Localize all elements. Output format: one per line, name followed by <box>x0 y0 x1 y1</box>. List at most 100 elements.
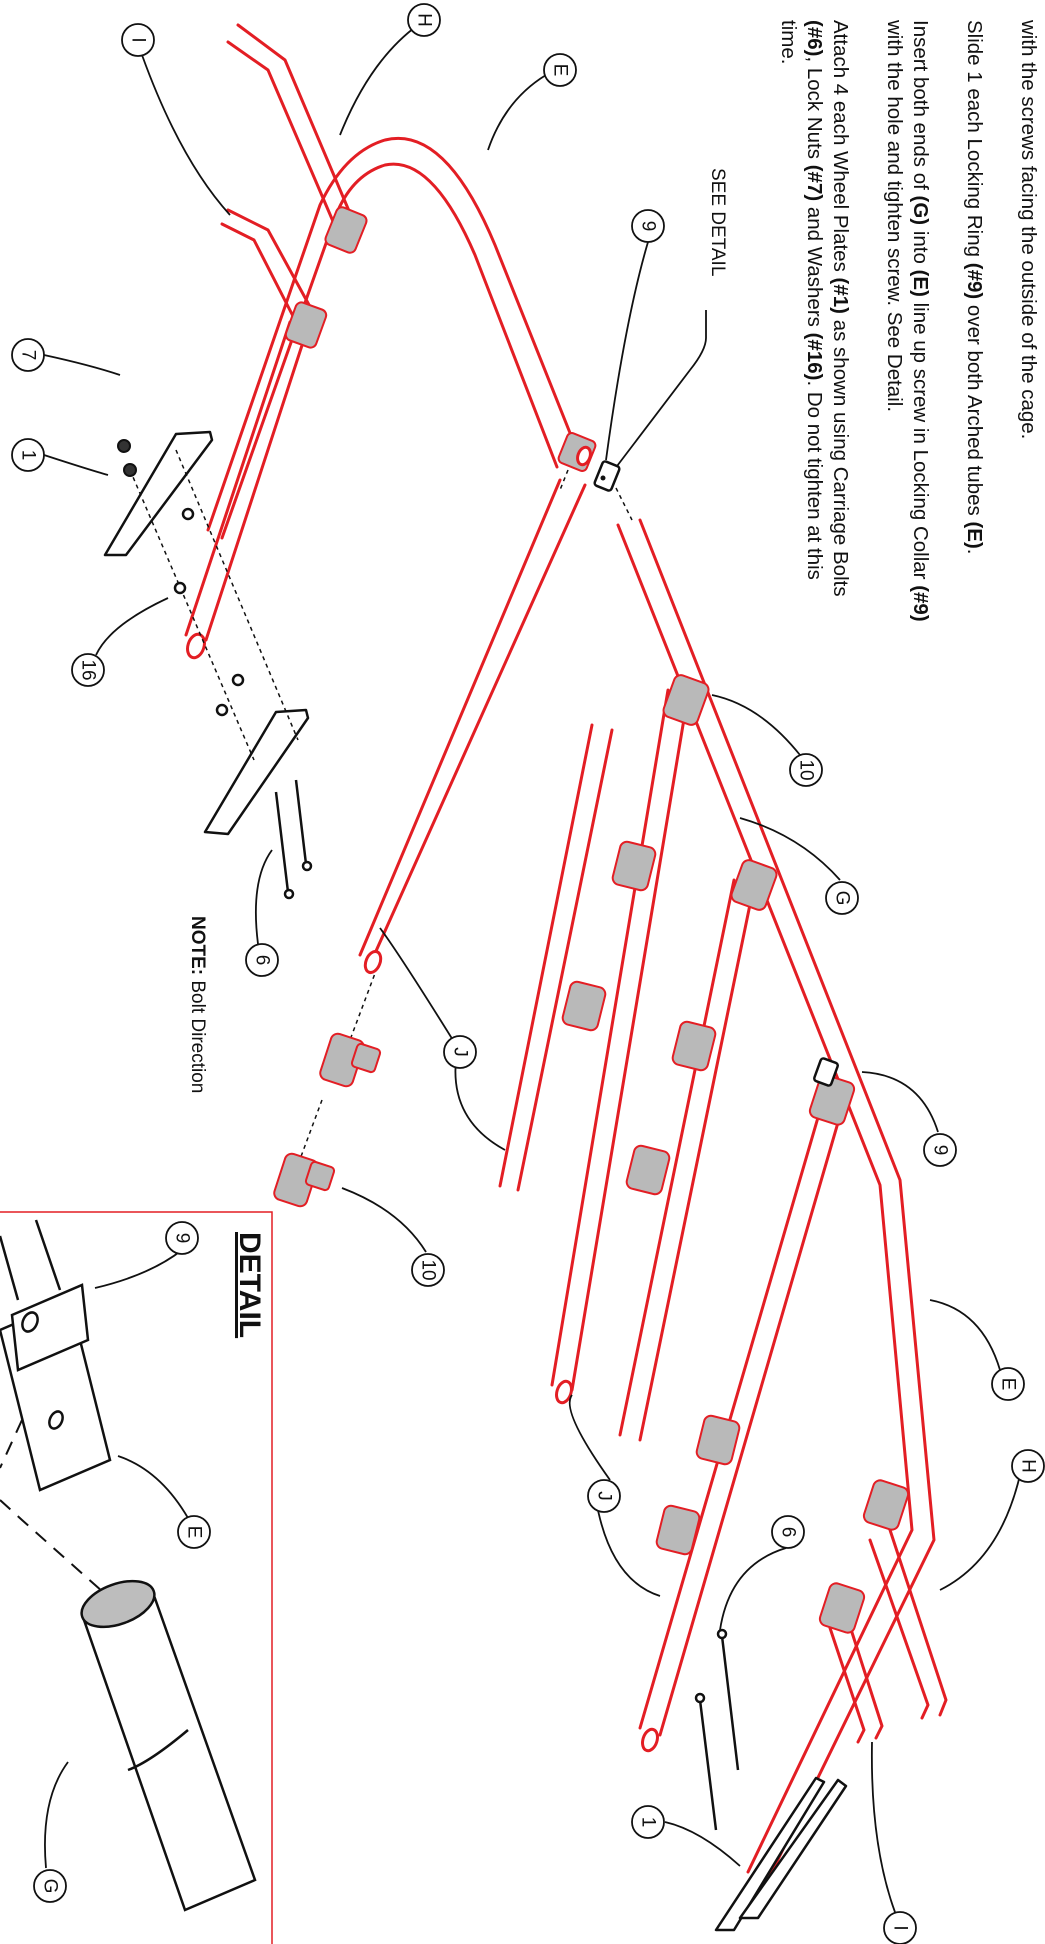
leader-10-left <box>341 1187 427 1253</box>
note-bolt-direction: NOTE: Bolt Direction <box>187 916 208 1093</box>
svg-text:6: 6 <box>252 955 273 966</box>
bolt-head-c <box>694 1692 706 1704</box>
detail-alignment-line <box>0 1419 113 1601</box>
leader-10-right <box>711 694 801 756</box>
svg-text:I: I <box>890 1925 911 1930</box>
washer-16-d <box>215 703 229 717</box>
svg-text:1: 1 <box>638 1817 659 1828</box>
callout-g-top: G <box>825 881 859 915</box>
callout-h-right: H <box>1011 1449 1045 1483</box>
svg-text:E: E <box>998 1378 1019 1391</box>
detail-tube-e-top <box>0 1219 62 1301</box>
leader-9-left <box>605 241 649 461</box>
callout-6-left: 6 <box>245 943 279 977</box>
callout-9-right: 9 <box>923 1133 957 1167</box>
arch-tube-e-inner <box>220 162 559 540</box>
detail-tube-g-opening <box>80 1579 156 1629</box>
wheel-plate-1-right-a <box>714 1776 826 1932</box>
callout-16: 16 <box>71 653 105 687</box>
see-detail-label: SEE DETAIL <box>707 168 728 276</box>
callout-i-right: I <box>883 1911 917 1944</box>
svg-text:1: 1 <box>18 450 39 461</box>
callout-j-lower: J <box>587 1479 621 1513</box>
svg-text:9: 9 <box>638 221 659 232</box>
insert-line-connectors <box>295 959 381 1171</box>
washer-16-a <box>181 507 195 521</box>
instruction-text-block: with the screws facing the outside of th… <box>777 19 1040 622</box>
washer-16-c <box>231 673 245 687</box>
callout-j-upper: J <box>443 1035 477 1069</box>
leader-e-right <box>929 1299 1001 1371</box>
frame-g-rail-1b <box>550 688 670 1387</box>
instruction-step-attach-line3: time. <box>777 20 800 64</box>
instruction-cut-line: with the screws facing the outside of th… <box>1017 19 1040 439</box>
loose-connector-a-branch <box>350 1042 382 1074</box>
detail-leader-9 <box>94 1249 183 1289</box>
leader-6-left <box>255 849 273 945</box>
instruction-step-insert-line1: Insert both ends of (G) into (E) line up… <box>909 20 932 622</box>
wheel-plate-1-bottom <box>203 708 310 836</box>
see-detail-leader <box>613 310 707 471</box>
detail-callout-e: E <box>177 1515 211 1549</box>
leg-i-right-b <box>828 1626 866 1744</box>
leader-j-lower-a <box>568 1394 611 1481</box>
tube-j-lower-b <box>498 723 594 1188</box>
leader-e-left <box>487 74 547 151</box>
tube-j-lower-a <box>516 728 614 1192</box>
rail-end-1 <box>555 1379 573 1405</box>
tube-end-cap <box>186 632 206 660</box>
washer-16-b <box>173 581 187 595</box>
instruction-step-attach-line1: Attach 4 each Wheel Plates (#1) as shown… <box>829 20 852 597</box>
callout-9-left: 9 <box>631 209 665 243</box>
leg-h-right-b <box>868 1538 930 1720</box>
collar-screw-hole <box>600 475 606 481</box>
insert-line-g <box>615 487 633 521</box>
svg-text:J: J <box>594 1491 615 1501</box>
callout-10-right: 10 <box>789 753 823 787</box>
callout-1-right: 1 <box>631 1805 665 1839</box>
callout-e-left: E <box>543 53 577 87</box>
leader-g <box>739 817 841 881</box>
svg-text:16: 16 <box>78 659 99 680</box>
locking-collar-9-right <box>813 1057 839 1087</box>
detail-leader-g <box>44 1761 69 1869</box>
callout-bubbles: H I E 7 1 16 6 9 10 G 9 J 10 E H J 6 1 I <box>11 3 1045 1944</box>
tube-j-upper-a <box>370 483 587 962</box>
callout-6-right: 6 <box>771 1515 805 1549</box>
callout-h-left: H <box>407 3 441 37</box>
svg-text:7: 7 <box>18 350 39 361</box>
svg-text:9: 9 <box>172 1233 193 1244</box>
detail-tube-g-seam <box>127 1729 189 1772</box>
callout-leaders <box>43 24 1021 1921</box>
lock-nut-7-b <box>117 439 131 453</box>
leader-i-right <box>870 1741 899 1921</box>
leg-i-upper <box>226 208 316 316</box>
detail-tube-g-body <box>82 1588 257 1912</box>
svg-text:9: 9 <box>930 1145 951 1156</box>
callout-7: 7 <box>11 338 45 372</box>
instruction-step-slide: Slide 1 each Locking Ring (#9) over both… <box>963 20 986 554</box>
leader-16 <box>95 597 169 656</box>
bolt-head-d <box>716 1628 728 1640</box>
callout-10-left: 10 <box>411 1253 445 1287</box>
frame-connector-4 <box>611 840 657 892</box>
detail-title: DETAIL <box>233 1232 266 1338</box>
wheel-plate-hardware-left <box>103 430 313 900</box>
detail-locking-collar-9 <box>10 1283 90 1372</box>
frame-connector-10 <box>862 1479 910 1531</box>
svg-text:10: 10 <box>796 759 817 780</box>
frame-g-inner <box>616 523 914 1874</box>
leader-9-right <box>861 1071 939 1133</box>
wheel-plate-1-top <box>103 430 214 557</box>
detail-inset: DETAIL 9 E G <box>0 1211 273 1944</box>
tube-j-end <box>363 949 383 975</box>
leader-j-upper-a <box>379 927 457 1046</box>
detail-leader-e <box>117 1455 189 1519</box>
insert-line-j <box>559 469 569 491</box>
frame-connector-11 <box>818 1582 866 1634</box>
fitting-opening <box>576 445 592 467</box>
detail-box-border <box>0 1211 273 1944</box>
leg-i-right-a <box>846 1618 884 1740</box>
loose-connectors-10 <box>273 1032 382 1208</box>
